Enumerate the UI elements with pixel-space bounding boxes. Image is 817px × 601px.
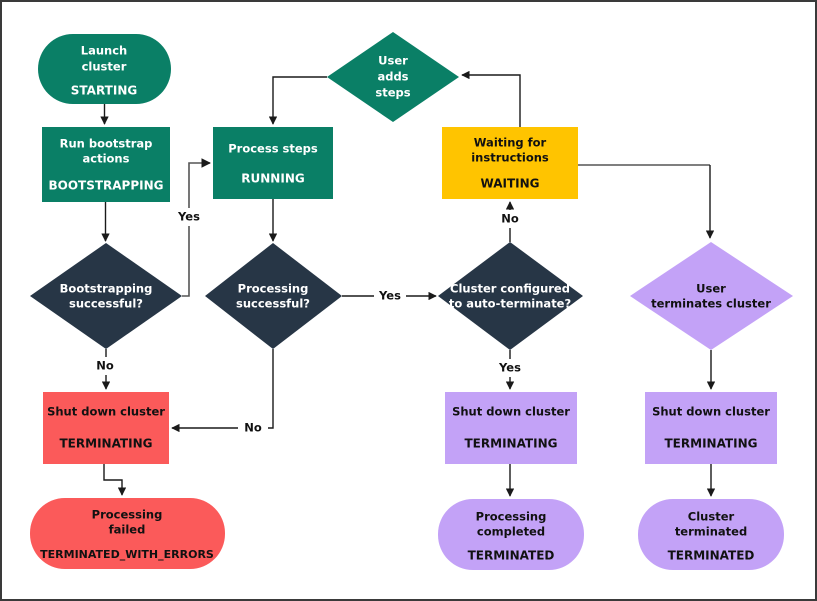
node-title-processing-failed-line1: Processing <box>92 508 163 522</box>
edge-label-bg-autoterm-no <box>495 210 525 228</box>
node-shape-cluster-configured-auto-terminate <box>438 242 583 350</box>
edge-shutdown-to-failed <box>103 464 127 496</box>
node-shape-cluster-terminated <box>638 499 784 570</box>
node-state-shut-down-cluster-auto: TERMINATING <box>465 437 558 451</box>
node-title-cluster-terminated-line1: Cluster <box>688 510 735 524</box>
node-state-process-steps: RUNNING <box>241 172 304 186</box>
node-title-processing-failed-line2: failed <box>109 523 146 537</box>
edge-label-bootstrap-no: No <box>96 359 114 373</box>
edge-label-autoterm-yes: Yes <box>498 361 521 375</box>
node-title-run-bootstrap-actions-line1: Run bootstrap <box>60 137 153 151</box>
node-shape-processing-failed <box>30 498 225 569</box>
node-launch-cluster[interactable]: Launch cluster STARTING <box>38 34 171 104</box>
node-state-shut-down-cluster-user: TERMINATING <box>665 437 758 451</box>
node-title-user-adds-steps-line3: steps <box>375 86 410 100</box>
node-title-shut-down-cluster-failed: Shut down cluster <box>47 405 165 419</box>
node-title-user-terminates-cluster-line1: User <box>696 282 726 296</box>
edge-label-bg-bootstrap-yes <box>172 208 204 226</box>
node-shape-processing-completed <box>438 499 584 570</box>
edge-label-bootstrap-yes: Yes <box>177 210 200 224</box>
node-shape-shut-down-cluster-failed <box>43 392 169 464</box>
node-title-processing-successful-line1: Processing <box>238 282 309 296</box>
node-title-processing-completed-line1: Processing <box>476 510 547 524</box>
node-title-processing-completed-line2: completed <box>477 525 545 539</box>
node-shut-down-cluster-auto[interactable]: Shut down cluster TERMINATING <box>445 392 577 464</box>
node-state-processing-failed: TERMINATED_WITH_ERRORS <box>40 548 214 561</box>
node-state-shut-down-cluster-failed: TERMINATING <box>60 437 153 451</box>
node-shape-run-bootstrap-actions <box>42 127 170 202</box>
node-state-waiting-for-instructions: WAITING <box>481 177 540 191</box>
node-title-shut-down-cluster-user: Shut down cluster <box>652 405 770 419</box>
edge-label-bg-bootstrap-no <box>90 357 120 375</box>
edge-label-bg-autoterm-yes <box>494 359 526 377</box>
node-state-run-bootstrap-actions: BOOTSTRAPPING <box>48 179 163 193</box>
node-bootstrapping-successful[interactable]: Bootstrapping successful? <box>30 243 182 349</box>
node-shape-process-steps <box>213 127 333 199</box>
node-shut-down-cluster-failed[interactable]: Shut down cluster TERMINATING <box>43 392 169 464</box>
edge-label-processing-yes: Yes <box>378 289 401 303</box>
node-shape-launch-cluster <box>38 34 171 104</box>
edge-adds-steps-to-process <box>268 76 327 125</box>
node-state-processing-completed: TERMINATED <box>468 549 555 563</box>
node-title-process-steps: Process steps <box>228 142 318 156</box>
node-title-user-adds-steps-line1: User <box>378 54 408 68</box>
node-cluster-configured-auto-terminate[interactable]: Cluster configured to auto-terminate? <box>438 242 583 350</box>
node-title-launch-cluster-line1: Launch <box>81 44 127 58</box>
node-processing-successful[interactable]: Processing successful? <box>205 243 342 349</box>
node-waiting-for-instructions[interactable]: Waiting for instructions WAITING <box>442 127 578 199</box>
node-user-adds-steps[interactable]: User adds steps <box>327 32 459 122</box>
node-title-user-terminates-cluster-line2: terminates cluster <box>651 297 771 311</box>
node-title-bootstrapping-successful-line1: Bootstrapping <box>60 282 153 296</box>
node-title-shut-down-cluster-auto: Shut down cluster <box>452 405 570 419</box>
node-title-bootstrapping-successful-line2: successful? <box>69 297 143 311</box>
node-title-waiting-for-instructions-line2: instructions <box>471 151 549 165</box>
node-shape-shut-down-cluster-user <box>645 392 777 464</box>
edge-bootstrap-yes <box>182 158 211 297</box>
node-shape-bootstrapping-successful <box>30 243 182 349</box>
node-processing-completed[interactable]: Processing completed TERMINATED <box>438 499 584 570</box>
node-processing-failed[interactable]: Processing failed TERMINATED_WITH_ERRORS <box>30 498 225 569</box>
node-title-cluster-terminated-line2: terminated <box>675 525 747 539</box>
edge-label-bg-processing-no <box>238 419 268 437</box>
node-state-launch-cluster: STARTING <box>71 84 137 98</box>
node-cluster-terminated[interactable]: Cluster terminated TERMINATED <box>638 499 784 570</box>
node-shape-processing-successful <box>205 243 342 349</box>
edge-label-autoterm-no: No <box>501 212 519 226</box>
edge-processing-no <box>171 349 274 433</box>
node-shape-user-adds-steps <box>327 32 459 122</box>
edge-waiting-to-adds-steps <box>461 70 521 127</box>
node-title-user-adds-steps-line2: adds <box>377 70 408 84</box>
node-process-steps[interactable]: Process steps RUNNING <box>213 127 333 199</box>
node-title-waiting-for-instructions-line1: Waiting for <box>474 136 547 150</box>
node-shape-waiting-for-instructions <box>442 127 578 199</box>
node-title-run-bootstrap-actions-line2: actions <box>83 152 130 166</box>
node-title-processing-successful-line2: successful? <box>236 297 310 311</box>
node-state-cluster-terminated: TERMINATED <box>668 549 755 563</box>
node-shape-shut-down-cluster-auto <box>445 392 577 464</box>
node-title-cluster-configured-auto-terminate-line1: Cluster configured <box>450 282 570 296</box>
edge-label-processing-no: No <box>244 421 262 435</box>
node-user-terminates-cluster[interactable]: User terminates cluster <box>630 242 793 350</box>
node-shut-down-cluster-user[interactable]: Shut down cluster TERMINATING <box>645 392 777 464</box>
node-run-bootstrap-actions[interactable]: Run bootstrap actions BOOTSTRAPPING <box>42 127 170 202</box>
node-title-cluster-configured-auto-terminate-line2: to auto-terminate? <box>449 297 571 311</box>
edge-label-bg-processing-yes <box>374 287 406 305</box>
node-shape-user-terminates-cluster <box>630 242 793 350</box>
node-title-launch-cluster-line2: cluster <box>82 60 127 74</box>
